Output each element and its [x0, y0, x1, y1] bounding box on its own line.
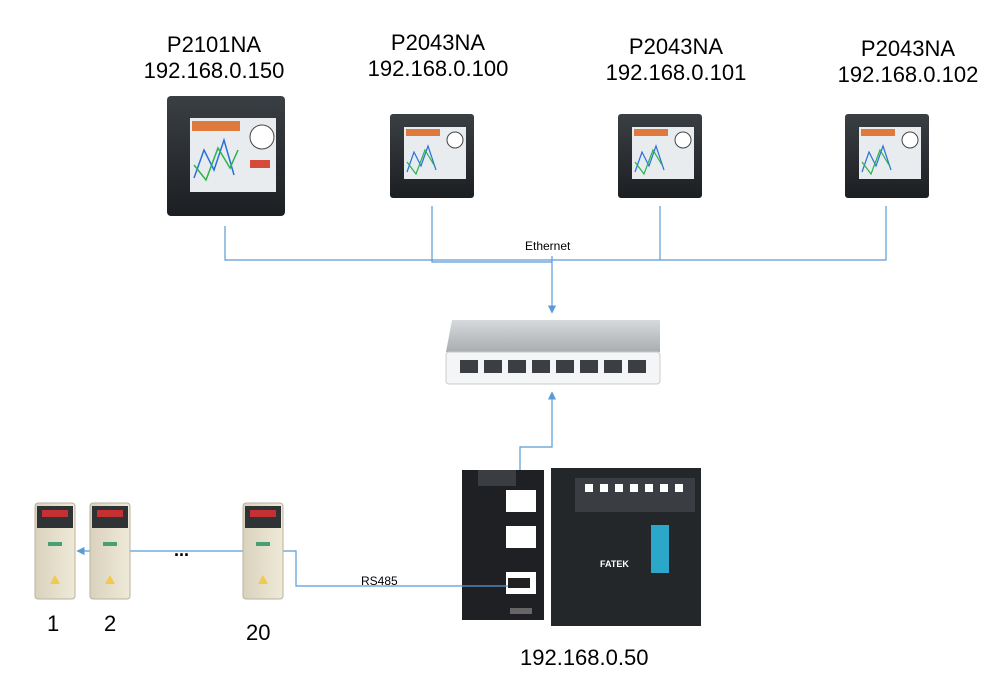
ethernet-wiring	[224, 206, 887, 482]
ethernet-label: Ethernet	[525, 239, 571, 253]
drive-2-label: 2	[104, 611, 117, 636]
hmi-3-model: P2043NA	[628, 34, 724, 59]
hmi-1-ip: 192.168.0.150	[143, 58, 285, 83]
drive-1-label: 1	[47, 611, 60, 636]
hmi-1-device	[167, 96, 285, 216]
gateway-module	[462, 470, 544, 620]
drive-20	[242, 502, 284, 600]
hmi-2-label: P2043NA 192.168.0.100	[338, 30, 538, 82]
hmi-2-device	[390, 114, 474, 198]
drive-20-label: 20	[246, 620, 271, 645]
plc-ip: 192.168.0.50	[520, 645, 649, 670]
plc-device: FATEK	[551, 468, 701, 626]
hmi-1-label: P2101NA 192.168.0.150	[114, 32, 314, 84]
hmi-4-ip: 192.168.0.102	[837, 62, 979, 87]
drive-2	[89, 502, 131, 600]
rs485-label: RS485	[361, 574, 398, 588]
rs485-wiring	[76, 546, 508, 587]
hmi-3-label: P2043NA 192.168.0.101	[576, 34, 776, 86]
drive-1	[34, 502, 76, 600]
hmi-2-ip: 192.168.0.100	[367, 56, 509, 81]
hmi-1-model: P2101NA	[166, 32, 262, 57]
drive-ellipsis: ...	[174, 540, 190, 560]
hmi-4-label: P2043NA 192.168.0.102	[808, 36, 1005, 88]
plc-brand: FATEK	[600, 559, 629, 569]
hmi-4-device	[845, 114, 929, 198]
hmi-2-model: P2043NA	[390, 30, 486, 55]
hmi-3-ip: 192.168.0.101	[605, 60, 747, 85]
hmi-4-model: P2043NA	[860, 36, 956, 61]
ethernet-switch	[445, 320, 661, 385]
hmi-3-device	[618, 114, 702, 198]
